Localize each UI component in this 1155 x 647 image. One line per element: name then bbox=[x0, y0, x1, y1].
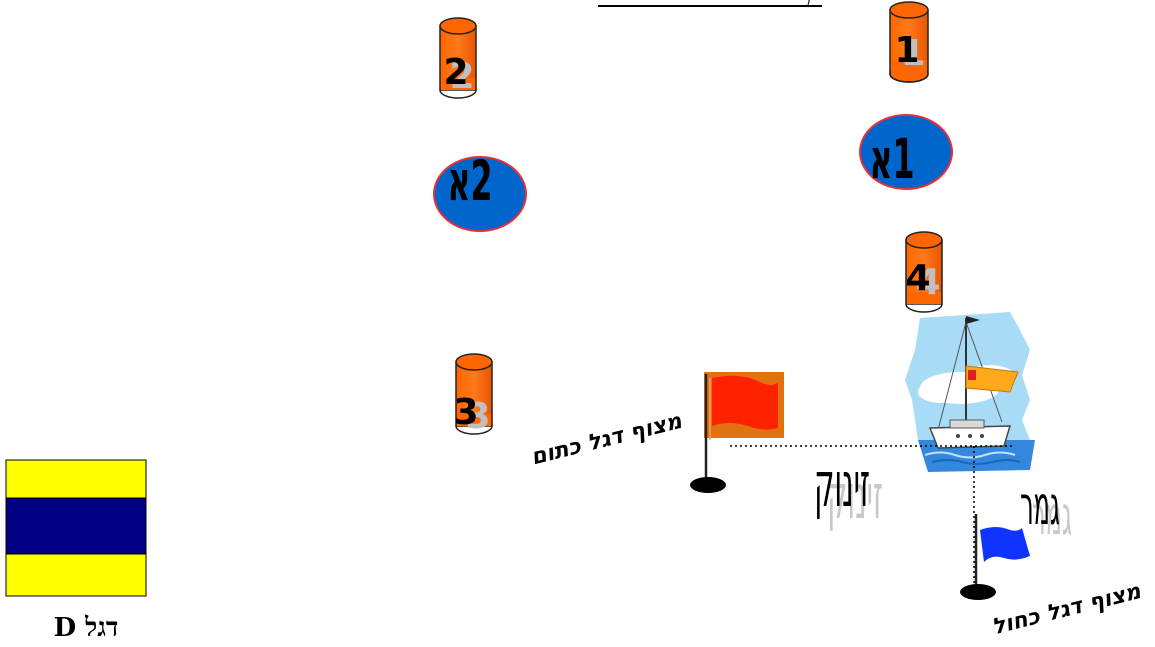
buoy-1: 1 1 bbox=[890, 2, 928, 82]
finish-label: גמר bbox=[1020, 474, 1060, 537]
signal-flag-label: דגל D bbox=[54, 613, 119, 643]
oval-mark-2a: 2א bbox=[434, 149, 526, 231]
top-underline-fragment: ) bbox=[598, 0, 822, 7]
sailboat-icon bbox=[905, 312, 1035, 472]
buoy-2: 2 2 bbox=[440, 18, 476, 98]
start-label-group: זינוק זינוק bbox=[814, 449, 883, 533]
buoy-4: 4 4 bbox=[905, 232, 942, 312]
blue-flag-label: מצוף דגל כחול bbox=[989, 579, 1144, 640]
buoy-3-label: 3 bbox=[453, 392, 478, 433]
buoy-3: 3 3 bbox=[453, 354, 492, 437]
orange-flag-label: מצוף דגל כתום bbox=[528, 409, 685, 471]
buoy-2-label: 2 bbox=[443, 52, 468, 93]
oval-mark-1a: 1א bbox=[860, 115, 952, 191]
finish-label-group: גמר גמר bbox=[1020, 474, 1072, 547]
signal-flag-d bbox=[6, 460, 146, 596]
buoy-1-label: 1 bbox=[894, 30, 919, 71]
orange-flag-mark bbox=[690, 372, 784, 493]
oval-mark-1a-label: 1א bbox=[869, 127, 914, 192]
start-label: זינוק bbox=[814, 449, 870, 521]
svg-text:): ) bbox=[806, 0, 811, 7]
oval-mark-2a-label: 2א bbox=[447, 149, 492, 214]
buoy-4-label: 4 bbox=[905, 258, 930, 299]
